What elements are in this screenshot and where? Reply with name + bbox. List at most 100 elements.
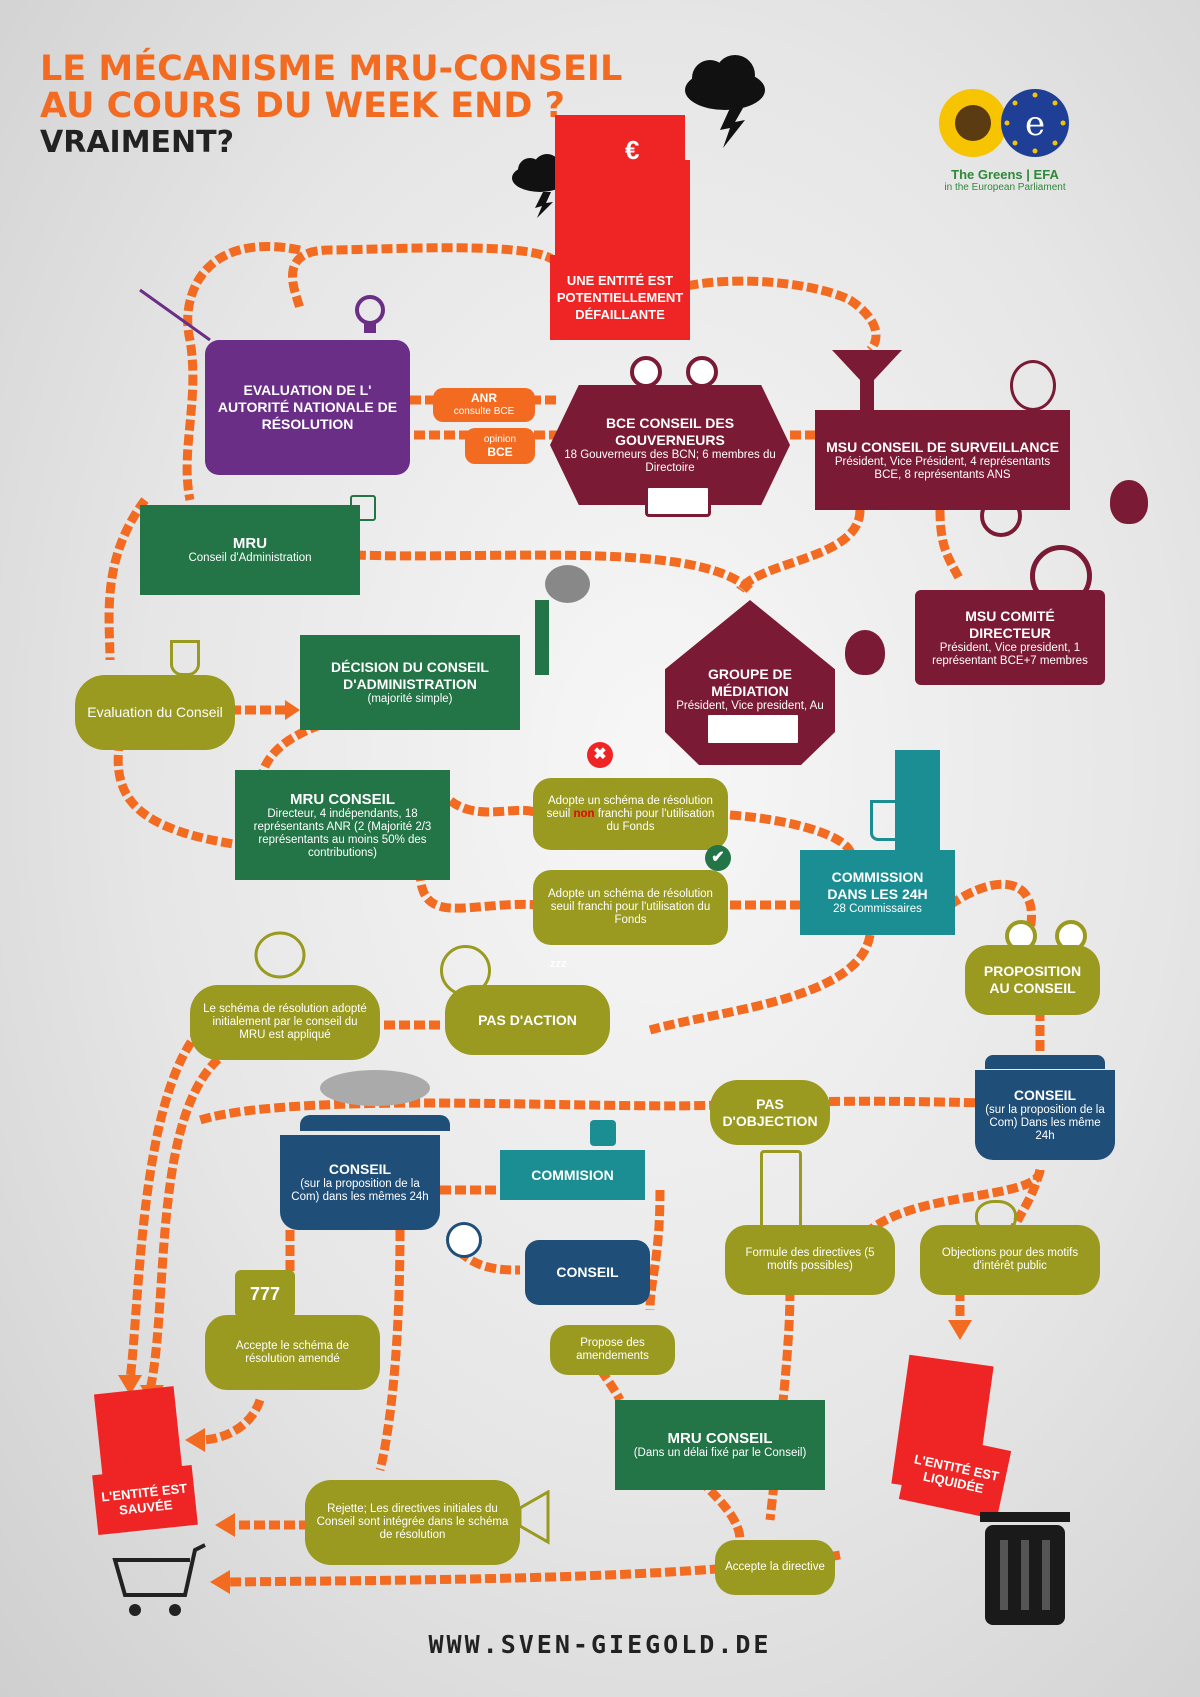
svg-text:e: e	[1025, 104, 1045, 144]
commission-24h-sub: 28 Commissaires	[833, 903, 922, 915]
liquidee-label: L'ENTITÉ EST LIQUIDÉE	[912, 1451, 1001, 1497]
mru-conseil-box: MRU CONSEIL Directeur, 4 indépendants, 1…	[235, 770, 450, 880]
megaphone-icon	[520, 1490, 550, 1545]
smoke-icon	[545, 565, 590, 603]
objections-box: Objections pour des motifs d'intérêt pub…	[920, 1225, 1100, 1295]
bce-title: BCE CONSEIL DES GOUVERNEURS	[605, 415, 735, 448]
accepte-directive-label: Accepte la directive	[725, 1561, 825, 1573]
mru-conseil2-box: MRU CONSEIL (Dans un délai fixé par le C…	[615, 1400, 825, 1490]
path-msu-cd	[935, 509, 965, 583]
opinion-tag-title: BCE	[487, 445, 513, 459]
trash-can-icon	[980, 1512, 1070, 1625]
money-bag-icon	[1110, 480, 1148, 524]
accepte-schema-label: Accepte le schéma de résolution amendé	[235, 1339, 350, 1365]
path-mru-nonfranchi	[436, 787, 543, 819]
cassette-icon	[705, 712, 801, 746]
path-schema-down2	[125, 1027, 204, 1381]
msu-cd-sub: Président, Vice president, 1 représentan…	[932, 641, 1088, 667]
cup-small-icon	[590, 1120, 616, 1146]
msu-cd-title: MSU COMITÉ DIRECTEUR	[965, 607, 1055, 641]
money-bag-left-icon	[845, 630, 885, 675]
path-comm-pasaction	[648, 933, 875, 1035]
title-line-2: AU COURS DU WEEK END ?	[40, 86, 565, 126]
arrowhead-sauvee-1	[118, 1375, 142, 1395]
anr-tag-title: ANR	[471, 391, 497, 405]
shopping-cart-icon	[112, 1543, 206, 1616]
adopt-franchi-label: Adopte un schéma de résolution seuil fra…	[548, 888, 713, 926]
path-schema-down	[145, 1046, 233, 1391]
rejette-label: Rejette; Les directives initiales du Con…	[316, 1503, 509, 1541]
objections-label: Objections pour des motifs d'intérêt pub…	[941, 1247, 1079, 1272]
euro-sign: €	[625, 135, 640, 165]
schema-applied-label: Le schéma de résolution adopté initialem…	[203, 1003, 367, 1041]
commission-24h-box: COMMISSION DANS LES 24H 28 Commissaires	[800, 850, 955, 935]
path-commision-down	[645, 1189, 665, 1311]
storm-cloud-icon	[685, 55, 765, 148]
conseil-left-title: CONSEIL	[328, 1161, 392, 1177]
logo-subtitle: in the European Parliament	[944, 182, 1066, 193]
propose-amend-box: Propose des amendements	[550, 1325, 675, 1375]
schema-applied-box: Le schéma de résolution adopté initialem…	[190, 985, 380, 1060]
path-mru-franchi	[415, 869, 541, 913]
path-entity-right	[642, 276, 881, 354]
title-line-3: VRAIMENT?	[40, 125, 235, 160]
adopt-nonfranchi-label: Adopte un schéma de résolution seuil non…	[546, 794, 715, 833]
sauvee-label: L'ENTITÉ EST SAUVÉE	[100, 1480, 188, 1518]
path-entity-left	[288, 243, 559, 311]
sunflower-eu-logo-icon: e	[939, 89, 1069, 157]
pot-lid-right-icon	[985, 1055, 1105, 1069]
mru-ca-sub: Conseil d'Administration	[188, 552, 312, 564]
title-line-1: LE MÉCANISME MRU-CONSEIL	[40, 49, 623, 89]
mru-ca-box: MRU Conseil d'Administration	[140, 505, 360, 595]
decision-title: DÉCISION DU CONSEIL D'ADMINISTRATION	[331, 659, 489, 692]
formule-box: Formule des directives (5 motifs possibl…	[725, 1225, 895, 1295]
entity-failing-box: UNE ENTITÉ EST POTENTIELLEMENT DÉFAILLAN…	[550, 255, 690, 340]
duck-icon	[254, 931, 306, 979]
arrowhead-liquid	[948, 1320, 972, 1340]
opinion-tag-sub: opinion	[483, 434, 517, 445]
pas-objection-box: PAS D'OBJECTION	[710, 1080, 830, 1145]
anr-consulte-tag: ANR consulte BCE	[433, 388, 535, 422]
funnel-icon	[832, 350, 902, 410]
adopt-franchi-box: Adopte un schéma de résolution seuil fra…	[533, 870, 728, 945]
arrowhead-bottom	[210, 1570, 230, 1594]
conseil-left-sub: (sur la proposition de la Com) dans les …	[291, 1178, 429, 1203]
zzz-text: zzz	[550, 958, 567, 970]
chimney-icon	[535, 600, 549, 675]
footer-url[interactable]: WWW.SVEN-GIEGOLD.DE	[428, 1630, 772, 1659]
conseil-small-box: CONSEIL	[525, 1240, 650, 1305]
conseil-right-title: CONSEIL	[1013, 1087, 1077, 1103]
path-mru-line	[354, 550, 754, 594]
logo-group: EFA	[1033, 167, 1059, 182]
sauvee-box: L'ENTITÉ EST SAUVÉE	[92, 1464, 198, 1536]
propose-amend-label: Propose des amendements	[576, 1337, 649, 1362]
pas-objection-label: PAS D'OBJECTION	[722, 1095, 818, 1129]
path-left-vertical	[104, 497, 149, 661]
wheel-icon	[980, 495, 1022, 537]
proposition-label: PROPOSITION AU CONSEIL	[983, 963, 1082, 996]
lightbulb-icon	[355, 295, 385, 333]
eval-conseil-box: Evaluation du Conseil	[75, 675, 235, 750]
accepte-schema-box: Accepte le schéma de résolution amendé	[205, 1315, 380, 1390]
evaluation-anr-label: EVALUATION DE L' AUTORITÉ NATIONALE DE R…	[217, 382, 398, 432]
check-icon: ✔	[705, 845, 731, 871]
cup-icon	[870, 800, 916, 841]
mru-conseil2-title: MRU CONSEIL	[667, 1430, 773, 1447]
commision-label: COMMISION	[531, 1166, 614, 1183]
decision-ca-box: DÉCISION DU CONSEIL D'ADMINISTRATION (ma…	[300, 635, 520, 730]
decision-sub: (majorité simple)	[367, 693, 453, 705]
slot-machine-icon: 777	[235, 1270, 295, 1318]
msu-cd-box: MSU COMITÉ DIRECTEUR Président, Vice pre…	[915, 590, 1105, 685]
blender-icon	[760, 1150, 802, 1231]
evaluation-anr-box: EVALUATION DE L' AUTORITÉ NATIONALE DE R…	[205, 340, 410, 475]
steam-icon	[320, 1070, 430, 1106]
cross-icon: ✖	[587, 742, 613, 768]
eye-left-icon	[630, 356, 662, 388]
adopt-nonfranchi-box: Adopte un schéma de résolution seuil non…	[533, 778, 728, 850]
conseil-small-label: CONSEIL	[556, 1264, 619, 1280]
opinion-bce-tag: opinion BCE	[465, 428, 535, 464]
mru-conseil2-sub: (Dans un délai fixé par le Conseil)	[633, 1447, 807, 1459]
logo-party: The Greens	[951, 167, 1023, 182]
arrowhead-accepte	[185, 1428, 205, 1452]
commission-24h-title: COMMISSION DANS LES 24H	[827, 869, 928, 902]
